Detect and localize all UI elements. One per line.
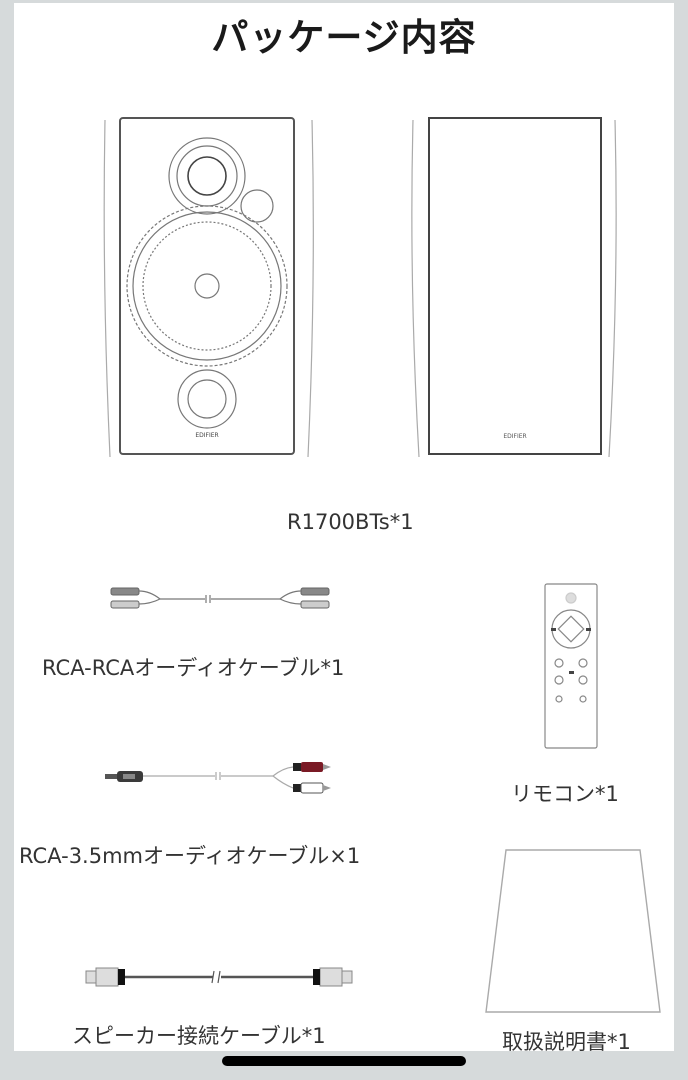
speaker-front-illustration: EDIFIER: [103, 117, 314, 458]
package-contents-card: パッケージ内容: [14, 3, 674, 1051]
manual-illustration: [485, 849, 661, 1013]
speaker-cable-illustration: [85, 967, 353, 987]
remote-illustration: [544, 583, 598, 749]
svg-text:EDIFIER: EDIFIER: [503, 433, 526, 440]
item-label-rca-rca-cable: RCA-RCAオーディオケーブル*1: [42, 656, 345, 680]
rca-rca-cable-illustration: [110, 587, 330, 609]
svg-text:EDIFIER: EDIFIER: [195, 432, 218, 439]
item-label-speaker-cable: スピーカー接続ケーブル*1: [72, 1024, 326, 1048]
page-title: パッケージ内容: [211, 16, 477, 59]
item-label-manual: 取扱説明書*1: [502, 1030, 631, 1054]
item-label-speakers: R1700BTs*1: [287, 510, 414, 534]
speaker-back-illustration: EDIFIER: [411, 117, 617, 458]
item-label-rca-35mm-cable: RCA-3.5mmオーディオケーブル×1: [19, 844, 361, 868]
item-label-remote: リモコン*1: [511, 782, 619, 806]
rca-35mm-cable-illustration: [105, 762, 331, 794]
home-indicator[interactable]: [222, 1056, 466, 1066]
